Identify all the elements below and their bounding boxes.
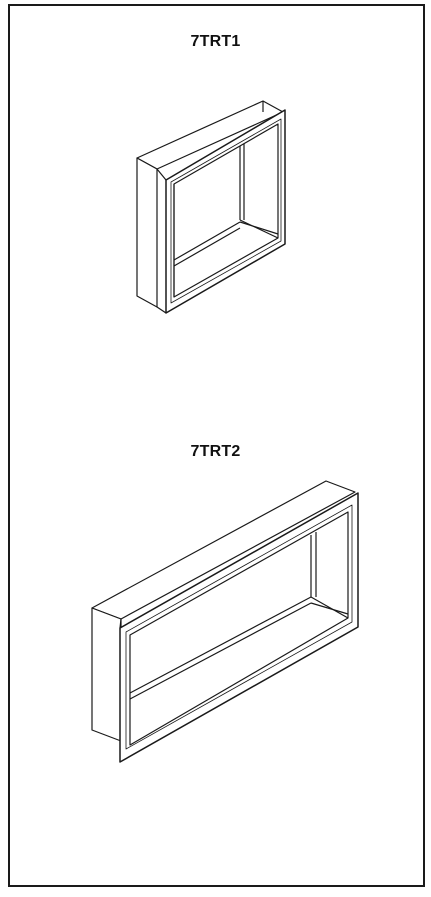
niche-7trt2-drawing xyxy=(92,481,358,762)
figure-label-7trt2: 7TRT2 xyxy=(190,443,241,460)
niche-7trt1-drawing xyxy=(137,101,285,313)
figure-label-7trt1: 7TRT1 xyxy=(190,33,241,50)
